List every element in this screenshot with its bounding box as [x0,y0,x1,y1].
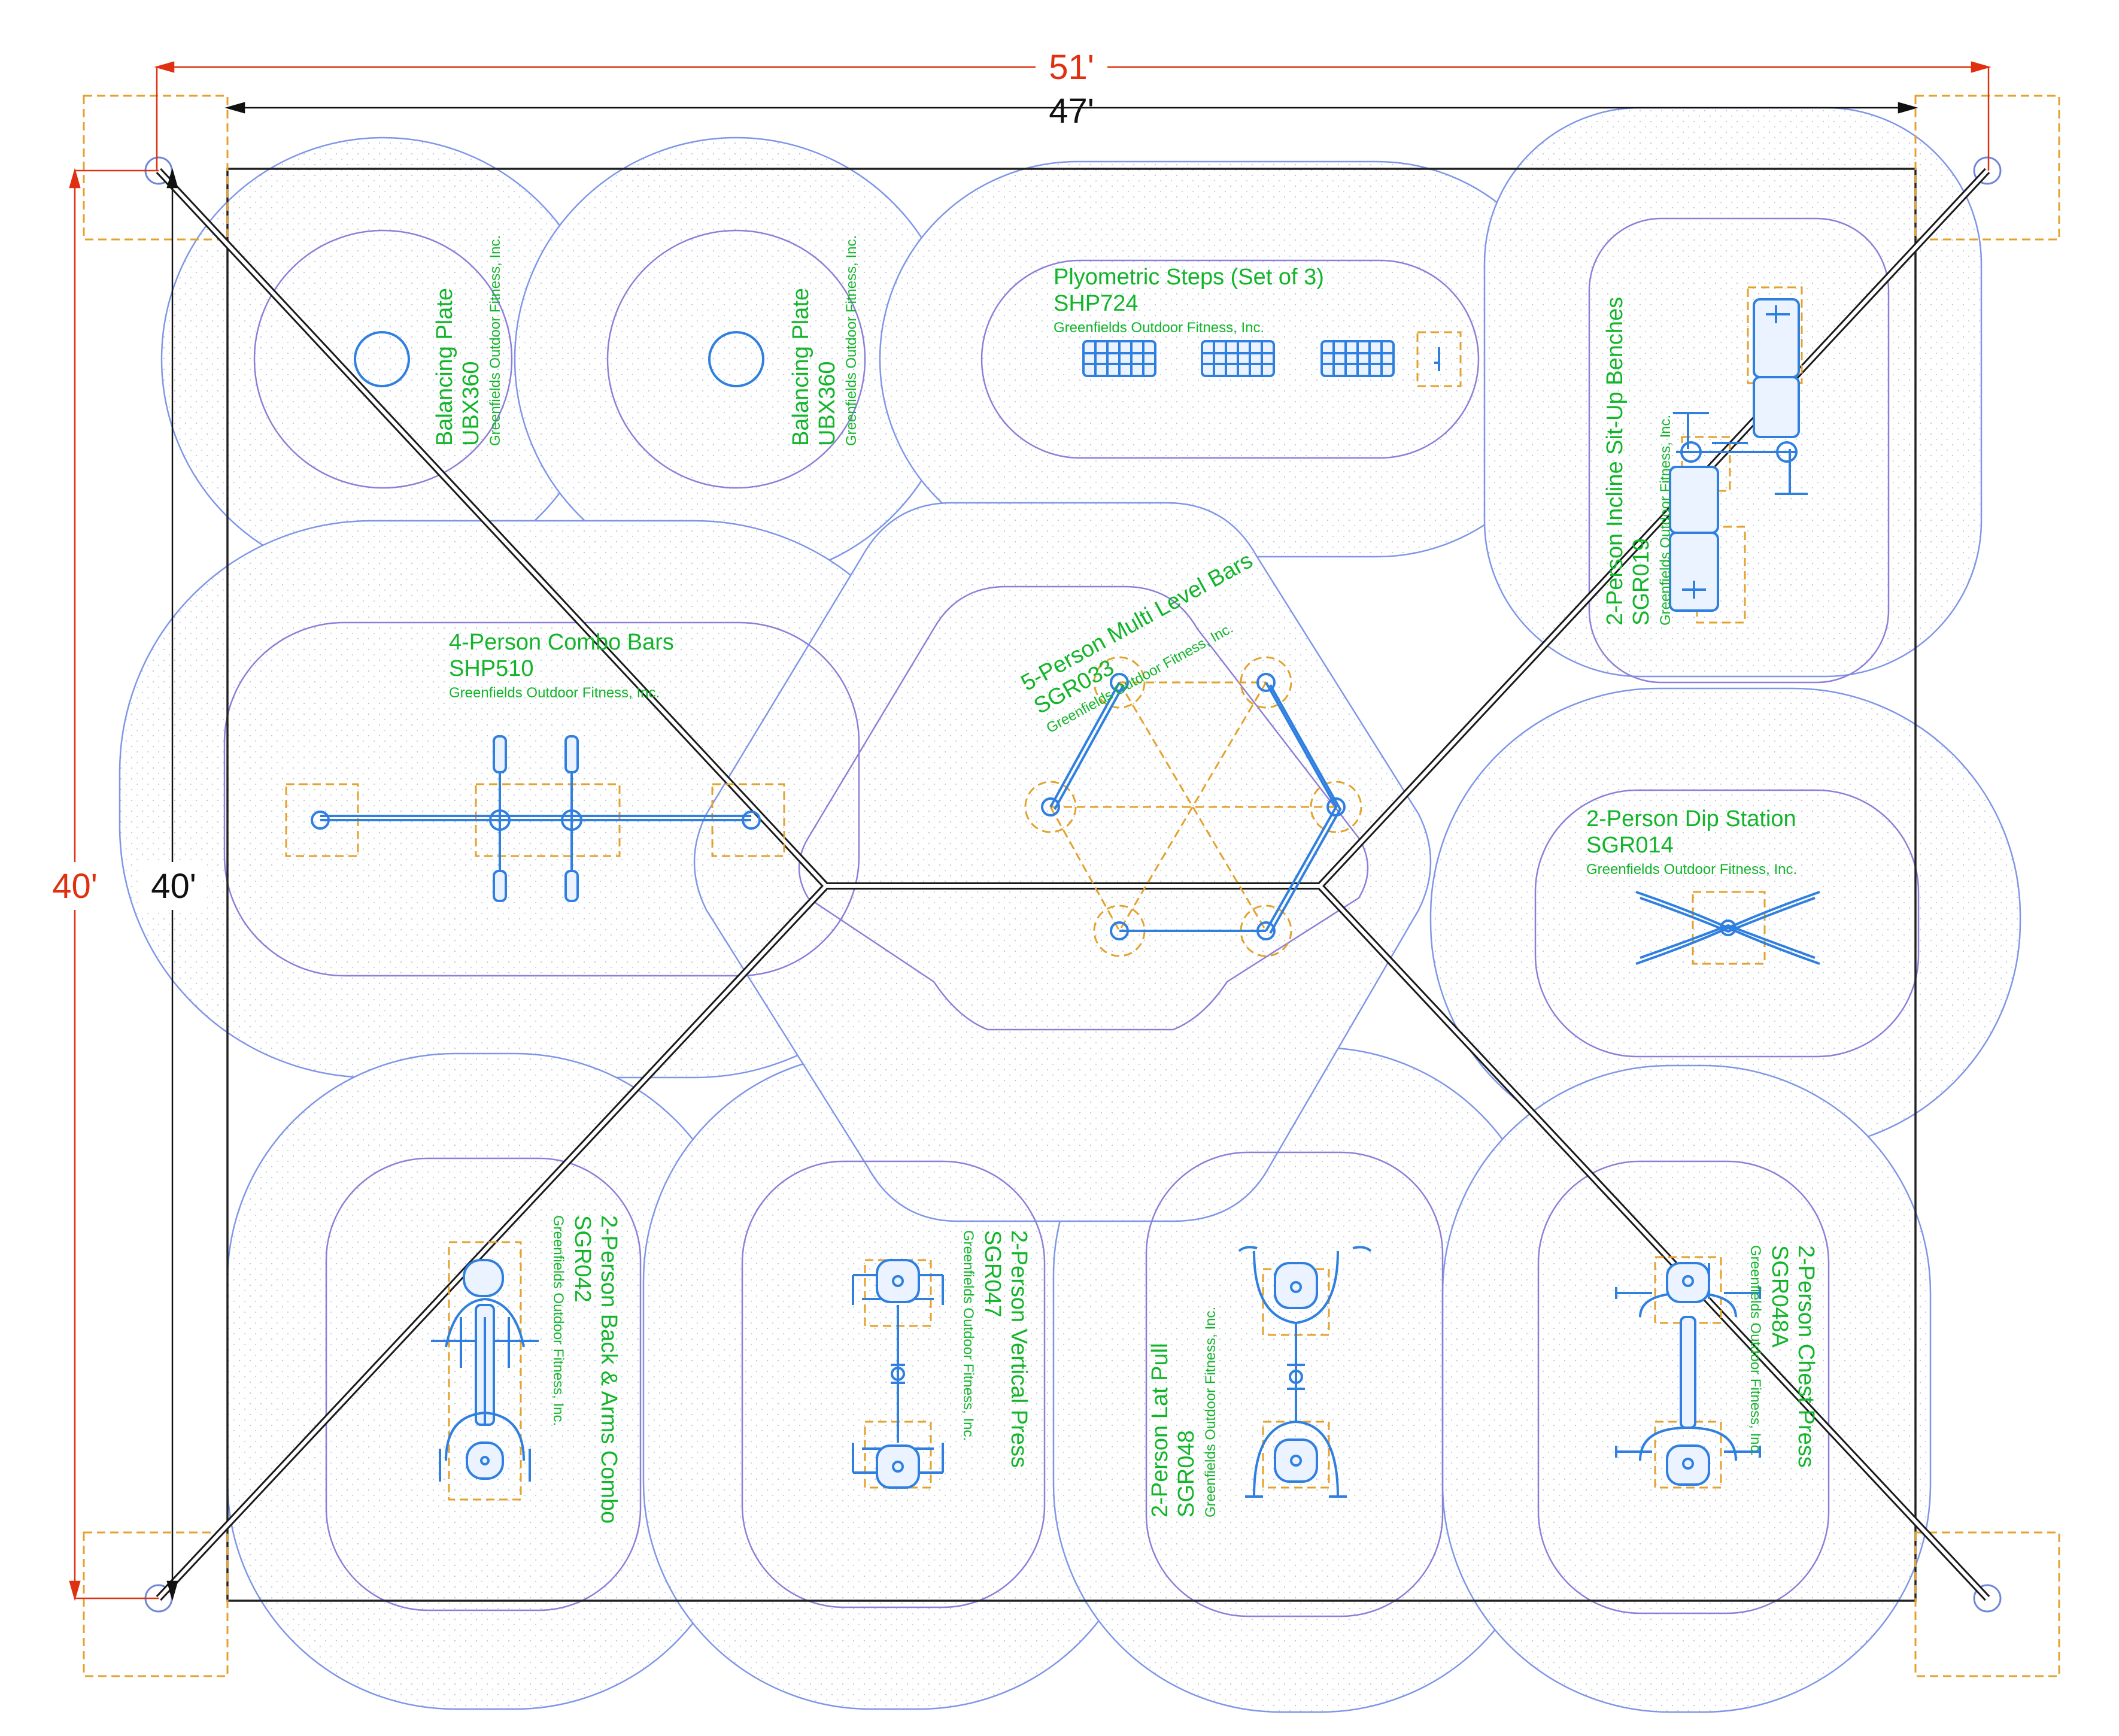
label-maker: Greenfields Outdoor Fitness, Inc. [1203,1307,1219,1518]
label-name: Plyometric Steps (Set of 3) [1054,265,1324,290]
sit-up-benches-icon [1669,286,1808,624]
label-name: 4-Person Combo Bars [449,630,674,655]
label-combo-bars: 4-Person Combo Bars SHP510 Greenfields O… [449,630,674,701]
label-maker: Greenfields Outdoor Fitness, Inc. [487,235,503,446]
use-zone-sit-up-benches [1588,217,1890,684]
use-zone-balancing-plate-1 [253,229,513,489]
label-maker: Greenfields Outdoor Fitness, Inc. [1747,1245,1763,1456]
structure-outline [226,168,1917,1602]
label-balancing-plate-2: Balancing Plate UBX360 Greenfields Outdo… [788,235,860,446]
label-name: 2-Person Vertical Press [1006,1230,1031,1468]
dim-mask-40 [42,862,108,910]
use-zone-dip-station [1534,789,1920,1058]
label-maker: Greenfields Outdoor Fitness, Inc. [550,1215,566,1426]
use-zone-lat-pull [1145,1151,1444,1617]
dimension-inner-width: 47' [1049,92,1094,130]
use-zone-vertical-press [741,1160,1046,1608]
zone-multi-level-bars [693,502,1432,1222]
label-model: SGR048A [1767,1245,1792,1348]
label-name: 2-Person Back & Arms Combo [596,1215,621,1523]
label-maker: Greenfields Outdoor Fitness, Inc. [1586,861,1797,878]
label-maker: Greenfields Outdoor Fitness, Inc. [449,685,660,701]
label-maker: Greenfields Outdoor Fitness, Inc. [1657,415,1674,626]
use-zone-multi-level-bars [798,585,1369,1031]
label-balancing-plate-1: Balancing Plate UBX360 Greenfields Outdo… [432,235,503,446]
use-zones [223,217,1920,1617]
label-model: SGR019 [1629,538,1654,626]
label-plyometric-steps: Plyometric Steps (Set of 3) SHP724 Green… [1054,265,1324,336]
label-model: SGR047 [980,1230,1005,1318]
label-maker: Greenfields Outdoor Fitness, Inc. [1054,320,1264,336]
corner-footing-tl [83,95,229,241]
label-maker: Greenfields Outdoor Fitness, Inc. [843,235,860,446]
label-vertical-press: 2-Person Vertical Press SGR047 Greenfiel… [960,1230,1031,1468]
back-arms-combo-icon [431,1241,539,1501]
use-zone-chest-press [1537,1160,1830,1614]
label-maker: Greenfields Outdoor Fitness, Inc. [960,1230,976,1441]
label-model: SGR042 [570,1215,595,1303]
dim-mask-51 [1036,42,1107,84]
label-model: UBX360 [459,361,484,446]
dimension-inner-height: 40' [151,867,196,906]
dip-station-icon [1635,891,1820,965]
label-name: 2-Person Incline Sit-Up Benches [1602,297,1628,626]
balancing-plate-1-icon [354,331,410,387]
dim-mask-40b [141,862,207,910]
lat-pull-icon [1238,1246,1372,1498]
label-sit-up-benches: 2-Person Incline Sit-Up Benches SGR019 G… [1602,297,1674,626]
plyometric-steps-icon [1082,331,1462,387]
dimension-overall-width: 51' [1049,48,1094,87]
dimension-overall-height: 40' [52,867,98,906]
combo-bars-icon [285,735,785,902]
use-zone-combo-bars [223,621,860,977]
label-chest-press: 2-Person Chest Press SGR048A Greenfields… [1747,1245,1819,1468]
corner-footing-tr [1914,95,2060,241]
multi-level-bars-icon [1024,656,1362,957]
corner-footing-bl [83,1531,229,1677]
use-zone-plyometric-steps [980,259,1480,459]
use-zone-balancing-plate-2 [606,229,866,489]
label-name: 2-Person Dip Station [1586,806,1796,831]
label-name: 2-Person Lat Pull [1147,1343,1173,1518]
use-zone-back-arms [325,1157,642,1611]
corner-footing-br [1914,1531,2060,1677]
label-name: 2-Person Chest Press [1793,1245,1819,1468]
vertical-press-icon [852,1259,944,1489]
balancing-plate-2-icon [708,331,764,387]
label-dip-station: 2-Person Dip Station SGR014 Greenfields … [1586,806,1797,878]
label-back-arms-combo: 2-Person Back & Arms Combo SGR042 Greenf… [550,1215,621,1523]
safety-zones [119,107,2021,1713]
label-model: SHP510 [449,656,534,681]
label-name: Balancing Plate [432,288,457,446]
label-model: SGR014 [1586,833,1674,858]
zone-sit-up-benches [1483,107,1983,678]
chest-press-icon [1615,1256,1761,1489]
label-model: SGR048 [1174,1430,1199,1518]
label-lat-pull: 2-Person Lat Pull SGR048 Greenfields Out… [1147,1307,1219,1518]
label-name: Balancing Plate [788,288,813,446]
label-model: UBX360 [815,361,840,446]
label-model: SHP724 [1054,291,1139,316]
